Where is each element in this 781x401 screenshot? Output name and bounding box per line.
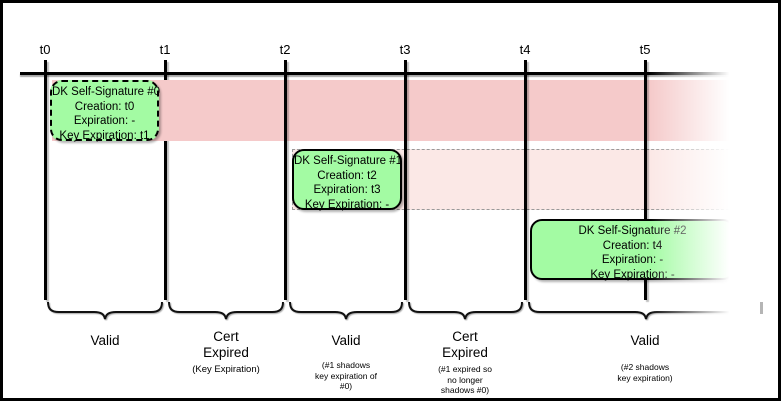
brace-valid-2: [289, 301, 403, 320]
time-line-t1: [164, 60, 167, 300]
region-sublabel: no longer: [447, 374, 483, 385]
tick-label-t0: t0: [39, 42, 51, 57]
region-sublabel: key expiration): [617, 372, 673, 383]
time-line-t2: [284, 60, 287, 300]
signature-box-creation: Creation: t0: [74, 100, 135, 113]
region-label-cert-expired-1: Cert Expired (Key Expiration): [156, 329, 296, 375]
region-sublabel: (#2 shadows: [620, 362, 670, 372]
signature-box-expiration: Expiration: -: [601, 254, 664, 266]
region-sublabel: key expiration of: [315, 370, 377, 381]
region-sublabel: (#1 expired so: [438, 364, 492, 374]
signature-box-creation: Creation: t4: [602, 239, 663, 252]
region-label: Cert: [213, 329, 239, 344]
region-label: Valid: [90, 333, 120, 348]
region-label: Valid: [331, 333, 361, 348]
time-line-t5: [644, 60, 647, 300]
region-label: Expired: [442, 345, 488, 360]
tick-label-t4: t4: [519, 42, 531, 57]
region-sublabel: #0): [339, 381, 353, 391]
region-sublabel: shadows #0): [440, 385, 490, 395]
timeline-axis: [20, 72, 732, 75]
region-label-valid-1: Valid: [35, 329, 175, 349]
right-fade-gradient: [650, 57, 778, 322]
time-line-t0: [44, 60, 47, 300]
brace-valid-1: [47, 301, 163, 320]
signature-box-title: DK Self-Signature #1: [294, 155, 403, 167]
brace-cert-expired-1: [168, 301, 284, 320]
time-line-t3: [404, 60, 407, 300]
region-sublabel: (Key Expiration): [192, 364, 260, 375]
signature-box-key-expiration: Key Expiration: -: [304, 198, 390, 211]
active-validity-band: [52, 80, 735, 141]
signature-box-expiration: Expiration: -: [73, 115, 136, 127]
region-label: Valid: [630, 333, 660, 348]
signature-box-title: DK Self-Signature #0: [52, 86, 161, 98]
signature-box-1: DK Self-Signature #1 Creation: t2 Expira…: [292, 149, 403, 211]
region-sublabel: (#1 shadows: [321, 360, 371, 370]
tick-label-t1: t1: [159, 42, 171, 57]
tick-label-t5: t5: [639, 42, 651, 57]
region-label-valid-3: Valid (#2 shadows key expiration): [575, 329, 715, 383]
tick-label-t3: t3: [399, 42, 411, 57]
time-line-t4: [524, 60, 527, 300]
faded-time-line-t6: [760, 302, 763, 314]
region-label: Cert: [452, 329, 478, 344]
brace-cert-expired-2: [408, 301, 523, 320]
region-label-cert-expired-2: Cert Expired (#1 expired so no longer sh…: [395, 329, 535, 396]
signature-box-0: DK Self-Signature #0 Creation: t0 Expira…: [50, 80, 161, 142]
tick-label-t2: t2: [279, 42, 291, 57]
region-label-valid-2: Valid (#1 shadows key expiration of #0): [276, 329, 416, 392]
signature-box-expiration: Expiration: t3: [313, 184, 381, 196]
region-label: Expired: [203, 345, 249, 360]
signature-box-key-expiration: Key Expiration: t1: [59, 129, 150, 142]
signature-box-creation: Creation: t2: [317, 169, 377, 182]
